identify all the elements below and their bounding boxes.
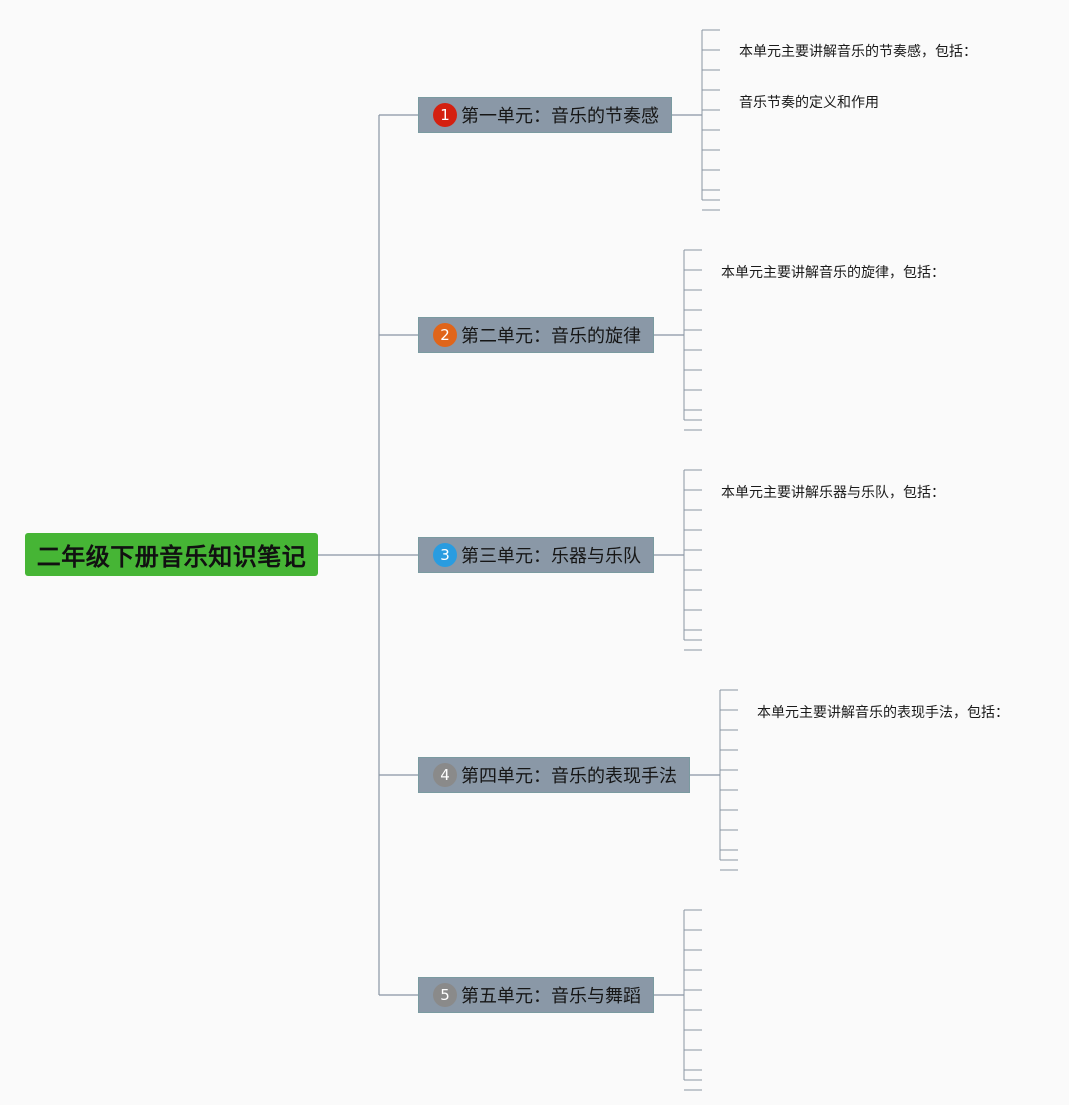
number-3-icon: 3 [433, 543, 457, 567]
number-4-icon: 4 [433, 763, 457, 787]
unit-node-1[interactable]: 1 第一单元：音乐的节奏感 [418, 97, 672, 133]
unit-title: 第一单元：音乐的节奏感 [461, 106, 659, 127]
number-2-icon: 2 [433, 323, 457, 347]
unit-node-4[interactable]: 4 第四单元：音乐的表现手法 [418, 757, 690, 793]
unit-node-5[interactable]: 5 第五单元：音乐与舞蹈 [418, 977, 654, 1013]
unit-2-leaf-1[interactable]: 本单元主要讲解音乐的旋律，包括： [721, 265, 945, 281]
unit-node-2[interactable]: 2 第二单元：音乐的旋律 [418, 317, 654, 353]
root-topic-label: 二年级下册音乐知识笔记 [36, 543, 307, 571]
number-1-icon: 1 [433, 103, 457, 127]
unit-3-leaf-1[interactable]: 本单元主要讲解乐器与乐队，包括： [721, 485, 945, 501]
unit-node-3[interactable]: 3 第三单元：乐器与乐队 [418, 537, 654, 573]
unit-title: 第三单元：乐器与乐队 [461, 546, 641, 567]
unit-title: 第二单元：音乐的旋律 [461, 326, 641, 347]
unit-1-leaf-1[interactable]: 本单元主要讲解音乐的节奏感，包括： [739, 44, 977, 60]
root-topic[interactable]: 二年级下册音乐知识笔记 [25, 533, 318, 576]
unit-4-leaf-1[interactable]: 本单元主要讲解音乐的表现手法，包括： [757, 705, 1009, 721]
unit-title: 第五单元：音乐与舞蹈 [461, 986, 641, 1007]
unit-1-leaf-2[interactable]: 音乐节奏的定义和作用 [739, 95, 879, 111]
number-5-icon: 5 [433, 983, 457, 1007]
unit-title: 第四单元：音乐的表现手法 [461, 766, 677, 787]
